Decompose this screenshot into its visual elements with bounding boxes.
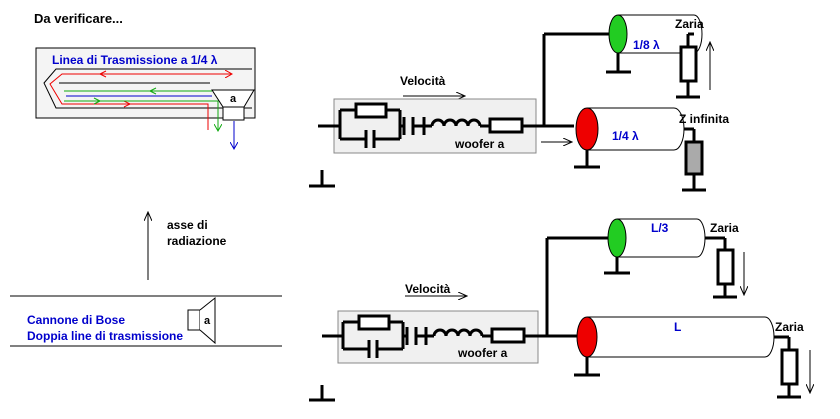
top-woofer-label: woofer a	[454, 137, 505, 151]
axis-label-line1: asse di	[167, 218, 208, 232]
bose-subtitle: Doppia line di trasmissione	[27, 329, 183, 343]
top-load-long-label: Z infinita	[679, 112, 729, 126]
bottom-pipe-long-label: L	[674, 320, 681, 334]
top-velocity-label: Velocità	[400, 74, 446, 88]
bose-title: Cannone di Bose	[27, 313, 125, 327]
bose-driver-label: a	[204, 315, 211, 327]
driver-label: a	[230, 93, 237, 105]
bose-cannon	[10, 295, 282, 347]
page-title: Da verificare...	[34, 11, 123, 26]
top-pipe-short-label: 1/8 λ	[633, 38, 660, 52]
bottom-velocity-label: Velocità	[405, 282, 451, 296]
bottom-load-short-label: Zaria	[710, 221, 739, 235]
bottom-pipe-short-label: L/3	[651, 221, 669, 235]
speaker-icon	[211, 89, 255, 121]
bottom-woofer-label: woofer a	[457, 346, 508, 360]
axis-label-line2: radiazione	[167, 234, 227, 248]
bottom-circuit	[309, 218, 810, 402]
bottom-load-long-label: Zaria	[775, 320, 804, 334]
top-circuit	[309, 14, 710, 192]
top-pipe-long-label: 1/4 λ	[612, 129, 639, 143]
transmission-line-box	[35, 47, 256, 149]
transmission-line-label: Linea di Trasmissione a 1/4 λ	[52, 53, 218, 67]
top-load-short-label: Zaria	[675, 17, 704, 31]
